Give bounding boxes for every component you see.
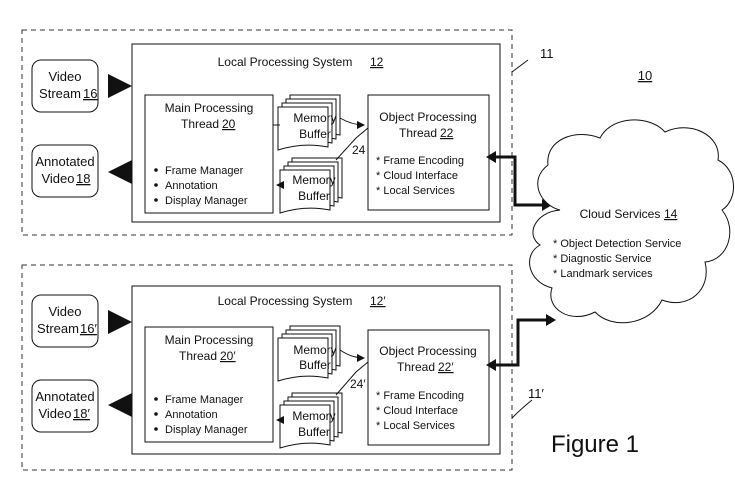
cloud-service-3: * Landmark services bbox=[553, 268, 653, 280]
main-thread-1-item-1: Frame Manager bbox=[165, 165, 244, 177]
object-thread-1-line2: Thread bbox=[399, 126, 437, 140]
video-stream-1-ref: 16 bbox=[83, 86, 97, 101]
cloud-shape bbox=[530, 120, 734, 323]
local-processing-system-1-ref: 12 bbox=[370, 55, 384, 69]
main-thread-2-item-3: Display Manager bbox=[165, 424, 248, 436]
local-processing-system-1-title: Local Processing System bbox=[218, 55, 353, 69]
video-stream-2-ref: 16′ bbox=[80, 321, 97, 336]
main-thread-2-item-2: Annotation bbox=[165, 409, 218, 421]
annotated-video-2-label2: Video bbox=[38, 406, 71, 421]
memory-buffer-1-top: Memory Buffer bbox=[278, 95, 340, 150]
object-thread-1-line1: Object Processing bbox=[379, 110, 476, 124]
cloud-services: Cloud Services 14 * Object Detection Ser… bbox=[530, 120, 734, 323]
bullet bbox=[154, 412, 158, 416]
bullet bbox=[154, 397, 158, 401]
unit-1-ref: 11 bbox=[540, 46, 554, 61]
bullet bbox=[154, 183, 158, 187]
unit-1: 11 Local Processing System 12 Video Stre… bbox=[22, 30, 554, 235]
main-thread-1-item-3: Display Manager bbox=[165, 195, 248, 207]
unit-2-ref-leader bbox=[512, 400, 532, 418]
object-thread-2-item-2: * Cloud Interface bbox=[376, 405, 458, 417]
memory-buffer-2-top: Memory Buffer bbox=[278, 326, 340, 381]
annotated-video-2-ref: 18′ bbox=[73, 406, 90, 421]
annotated-video-2-label: Annotated bbox=[35, 389, 94, 404]
bullet bbox=[154, 427, 158, 431]
object-thread-1-item-2: * Cloud Interface bbox=[376, 170, 458, 182]
annotated-video-1-label: Annotated bbox=[35, 154, 94, 169]
bullet bbox=[154, 198, 158, 202]
annotated-video-1-label2: Video bbox=[41, 171, 74, 186]
object-thread-2-line1: Object Processing bbox=[379, 344, 476, 358]
cloud-service-2: * Diagnostic Service bbox=[553, 253, 651, 265]
bullet bbox=[154, 168, 158, 172]
unit-1-ref-leader bbox=[512, 60, 528, 72]
video-stream-2-label: Video bbox=[48, 304, 81, 319]
object-thread-2-line2: Thread bbox=[397, 360, 435, 374]
main-thread-2-line2: Thread bbox=[179, 349, 217, 363]
cloud-title: Cloud Services bbox=[580, 207, 661, 221]
memory-buffer-1-bottom-line1: Memory bbox=[292, 173, 335, 187]
main-thread-1-line1: Main Processing bbox=[165, 101, 254, 115]
memory-buffer-2-ref: 24′ bbox=[350, 377, 366, 391]
cloud-link-2-arrow-right bbox=[546, 314, 556, 326]
memory-buffer-2-bottom-line2: Buffer bbox=[298, 425, 330, 439]
object-thread-2-item-3: * Local Services bbox=[376, 420, 455, 432]
local-processing-system-2-ref: 12′ bbox=[370, 294, 386, 308]
object-thread-1-item-3: * Local Services bbox=[376, 185, 455, 197]
object-thread-1-item-1: * Frame Encoding bbox=[376, 155, 464, 167]
unit-2-ref: 11′ bbox=[528, 386, 544, 401]
memory-buffer-1-top-line1: Memory bbox=[293, 111, 336, 125]
cloud-ref: 14 bbox=[664, 207, 678, 221]
memory-buffer-2-top-line2: Buffer bbox=[299, 358, 331, 372]
memory-buffer-1-ref: 24 bbox=[352, 143, 366, 157]
main-thread-1-item-2: Annotation bbox=[165, 180, 218, 192]
local-processing-system-2-title: Local Processing System bbox=[218, 294, 353, 308]
memory-buffer-1-bottom-line2: Buffer bbox=[298, 189, 330, 203]
memory-buffer-2-top-line1: Memory bbox=[293, 343, 336, 357]
annotated-video-1-ref: 18 bbox=[76, 171, 90, 186]
memory-buffer-1-bottom: Memory Buffer bbox=[280, 158, 342, 213]
figure-caption: Figure 1 bbox=[551, 431, 639, 458]
main-thread-1-line2: Thread bbox=[181, 117, 219, 131]
system-ref-label: 10 bbox=[638, 68, 652, 83]
object-thread-1-ref: 22 bbox=[440, 126, 454, 140]
main-thread-2-ref: 20′ bbox=[220, 349, 236, 363]
main-thread-2-line1: Main Processing bbox=[165, 333, 254, 347]
object-thread-2-ref: 22′ bbox=[438, 360, 454, 374]
video-stream-1-label2: Stream bbox=[39, 86, 81, 101]
memory-buffer-2-bottom: Memory Buffer bbox=[280, 393, 342, 448]
memory-buffer-1-top-line2: Buffer bbox=[299, 127, 331, 141]
video-stream-2-label2: Stream bbox=[37, 321, 79, 336]
main-thread-2-item-1: Frame Manager bbox=[165, 394, 244, 406]
cloud-service-1: * Object Detection Service bbox=[553, 238, 681, 250]
unit-2: 11′ Local Processing System 12′ Video St… bbox=[22, 265, 556, 470]
main-thread-1-ref: 20 bbox=[222, 117, 236, 131]
video-stream-1-label: Video bbox=[48, 69, 81, 84]
memory-buffer-2-bottom-line1: Memory bbox=[292, 409, 335, 423]
object-thread-2-item-1: * Frame Encoding bbox=[376, 390, 464, 402]
